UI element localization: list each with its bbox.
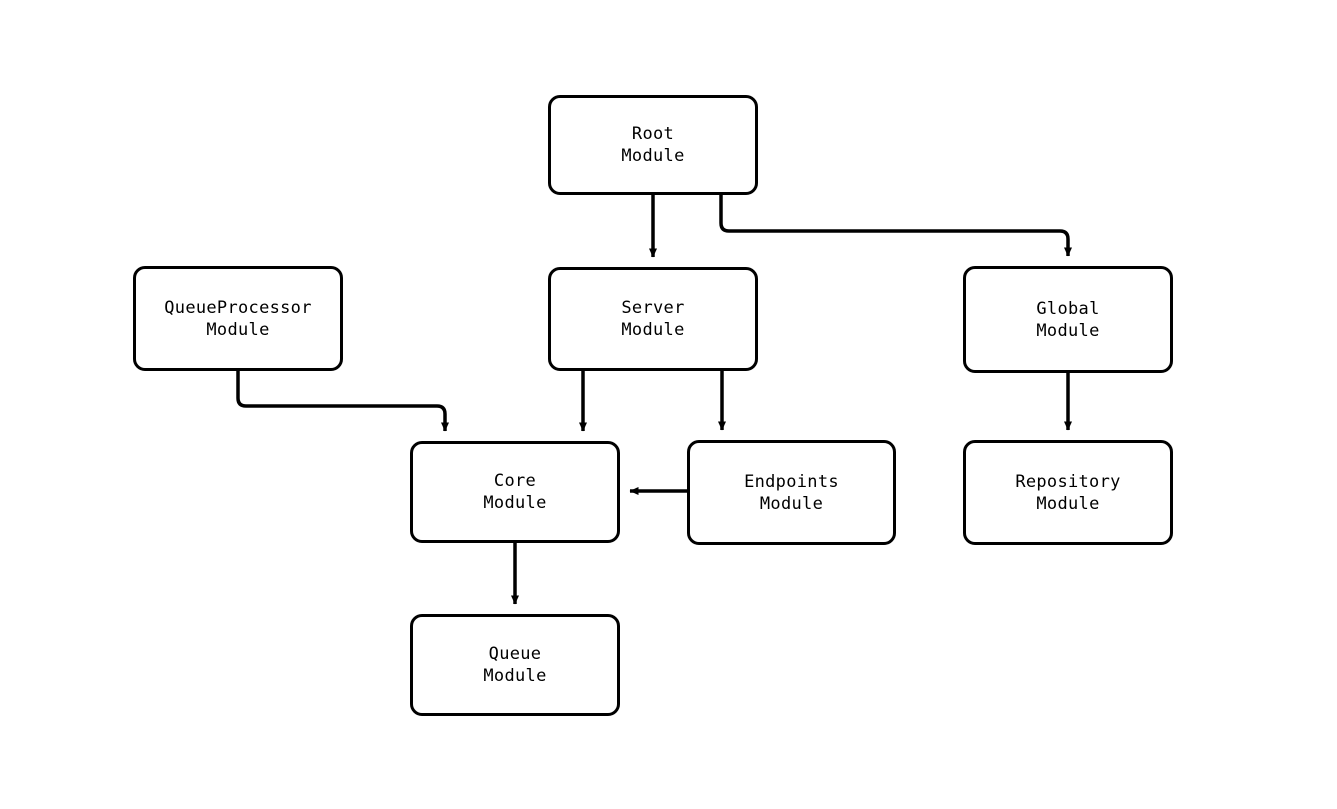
node-global-label-line2: Module [1036, 320, 1100, 341]
node-server-label-line1: Server [621, 298, 685, 318]
node-endpoints-label-line2: Module [759, 493, 824, 514]
node-queueprocessor[interactable]: QueueProcessor Module [133, 266, 343, 371]
node-repository-label-line1: Repository [1015, 471, 1121, 492]
node-endpoints[interactable]: Endpoints Module [687, 440, 896, 545]
node-server[interactable]: Server Module [548, 267, 758, 371]
node-endpoints-label-line1: Endpoints [744, 471, 839, 492]
node-repository-label-line2: Module [1036, 493, 1100, 514]
edge-root-global [719, 195, 1072, 257]
node-queueprocessor-label-line2: Module [206, 319, 270, 340]
node-queue-label-line1: Queue [488, 644, 542, 664]
node-queue-label-line2: Module [483, 666, 547, 686]
node-core-label-line2: Module [483, 493, 547, 513]
node-repository[interactable]: Repository Module [963, 440, 1173, 545]
node-queueprocessor-label-line1: QueueProcessor [164, 297, 312, 318]
edge-queueprocessor-core [236, 371, 449, 432]
node-core[interactable]: Core Module [410, 441, 620, 543]
node-global[interactable]: Global Module [963, 266, 1173, 373]
node-root[interactable]: Root Module [548, 95, 758, 195]
node-root-label-line2: Module [621, 146, 685, 166]
node-core-label-line1: Core [493, 471, 537, 491]
node-queue[interactable]: Queue Module [410, 614, 620, 716]
node-global-label-line1: Global [1036, 298, 1100, 319]
node-server-label-line2: Module [621, 320, 685, 340]
node-root-label-line1: Root [631, 124, 675, 144]
